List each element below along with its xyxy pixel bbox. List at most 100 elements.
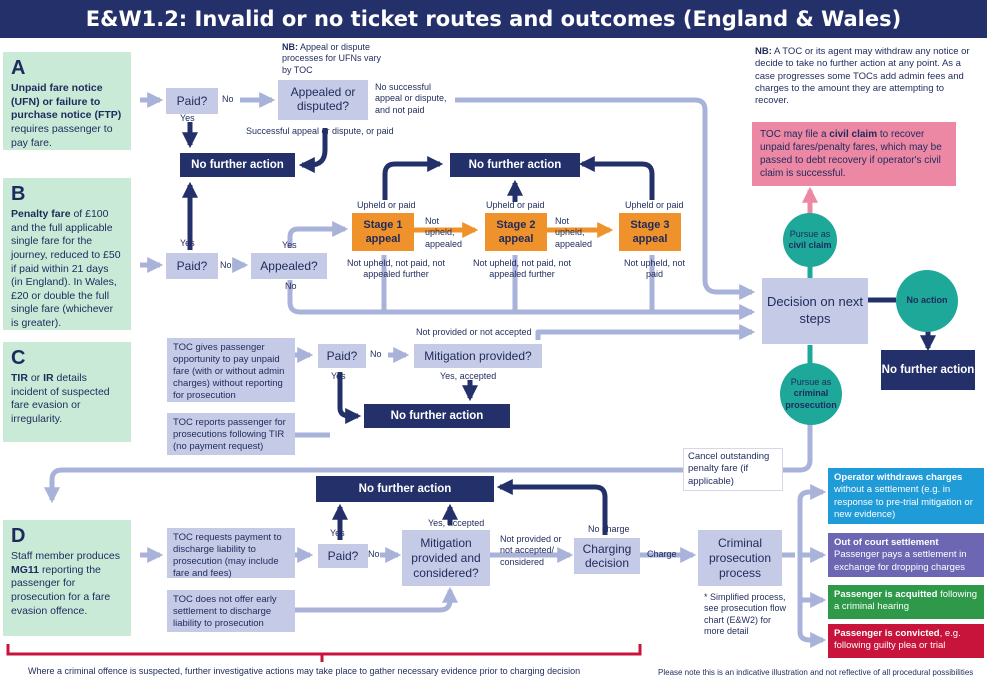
route-d-pre: Staff member produces	[11, 550, 120, 562]
label-not-provided-d: Not provided or not accepted/ considered	[500, 534, 562, 567]
label-yes-accepted-c: Yes, accepted	[440, 371, 497, 381]
mitigation-d-box: Mitigation provided and considered?	[402, 530, 490, 586]
route-letter: D	[11, 525, 26, 547]
route-c-text: details incident of suspected fare evasi…	[11, 372, 110, 425]
label-no-b: No	[220, 260, 232, 270]
bottom-right-note: Please note this is an indicative illust…	[658, 668, 974, 677]
route-letter: A	[11, 57, 26, 79]
outcome-bold: Out of court settlement	[834, 537, 939, 548]
pursue-criminal-pre: Pursue as	[790, 377, 832, 388]
paid-d-box: Paid?	[318, 544, 368, 568]
civil-claim-pre: TOC may file a	[760, 129, 827, 140]
nb-right-text: A TOC or its agent may withdraw any noti…	[755, 46, 970, 107]
stage-3-appeal: Stage 3 appeal	[619, 213, 681, 251]
outcome-settlement: Out of court settlement Passenger pays a…	[828, 533, 984, 577]
outcome-text: without a settlement (e.g. in response t…	[834, 484, 973, 521]
outcome-text: Passenger pays a settlement in exchange …	[834, 549, 967, 573]
bottom-left-note: Where a criminal offence is suspected, f…	[28, 666, 581, 676]
route-c-bold1: TIR	[11, 372, 28, 384]
nfa-a-box: No further action	[180, 153, 295, 177]
pursue-civil-circle: Pursue as civil claim	[783, 213, 837, 267]
label-no-c: No	[370, 349, 382, 359]
pursue-civil-bold: civil claim	[788, 240, 832, 250]
stage-1-appeal: Stage 1 appeal	[352, 213, 414, 251]
nfa-stages-box: No further action	[450, 153, 580, 177]
label-not-upheld-appealed-2: Not upheld, appealed	[555, 216, 593, 249]
appealed-b-box: Appealed?	[251, 253, 327, 279]
no-action-circle: No action	[896, 270, 958, 332]
route-c-box: C TIR or IR details incident of suspecte…	[3, 342, 131, 442]
criminal-prosecution-box: Criminal prosecution process	[698, 530, 782, 586]
label-not-upheld-3: Not upheld, not paid	[623, 258, 686, 280]
label-yes-b2: Yes	[282, 240, 297, 250]
nfa-d-box: No further action	[316, 476, 494, 502]
nb-top-text: Appeal or dispute processes for UFNs var…	[282, 42, 382, 75]
paid-c-box: Paid?	[318, 344, 366, 368]
pursue-civil-pre: Pursue as	[789, 228, 831, 239]
label-not-provided-c: Not provided or not accepted	[416, 327, 532, 337]
paid-a-box: Paid?	[166, 88, 218, 114]
label-yes-accepted-d: Yes, accepted	[428, 518, 485, 528]
charging-decision-box: Charging decision	[574, 538, 640, 574]
label-no-b2: No	[285, 281, 297, 291]
civil-claim-rest: to recover unpaid fares/penalty fares, w…	[760, 129, 942, 179]
label-no-charge: No charge	[588, 524, 630, 534]
outcome-bold: Operator withdraws charges	[834, 472, 963, 483]
label-no-d: No	[368, 549, 380, 559]
label-charge: Charge	[647, 549, 677, 559]
label-upheld-1: Upheld or paid	[357, 200, 416, 210]
route-b-bold: Penalty fare	[11, 208, 71, 220]
label-yes-b-up: Yes	[180, 238, 195, 248]
toc-requests-box: TOC requests payment to discharge liabil…	[167, 528, 295, 579]
route-d-bold: MG11	[11, 563, 40, 576]
route-a-bold: Unpaid fare notice (UFN) or failure to p…	[11, 82, 122, 122]
route-c-mid: or	[30, 372, 41, 384]
pursue-criminal-circle: Pursue as criminal prosecution	[780, 363, 842, 425]
label-not-upheld-appealed-1: Not upheld, appealed	[425, 216, 463, 249]
nb-top: NB: Appeal or dispute processes for UFNs…	[282, 42, 387, 76]
toc-reports-box: TOC reports passenger for prosecutions f…	[167, 413, 295, 455]
outcome-text: , e.g. following guilty plea or trial	[834, 628, 961, 652]
nb-top-bold: NB:	[282, 42, 298, 52]
outcome-acquitted: Passenger is acquitted following a crimi…	[828, 585, 984, 619]
label-yes-c: Yes	[331, 371, 346, 381]
label-not-upheld-1: Not upheld, not paid, not appealed furth…	[346, 258, 446, 280]
label-no-a: No	[222, 94, 234, 104]
simplified-note: * Simplified process, see prosecution fl…	[704, 592, 787, 636]
label-not-upheld-2: Not upheld, not paid, not appealed furth…	[472, 258, 572, 280]
route-letter: B	[11, 183, 26, 205]
nfa-c-box: No further action	[364, 404, 510, 428]
outcome-bold: Passenger is acquitted	[834, 589, 938, 600]
outcome-withdraws: Operator withdraws charges without a set…	[828, 468, 984, 524]
civil-claim-box: TOC may file a civil claim to recover un…	[752, 122, 956, 186]
label-upheld-3: Upheld or paid	[625, 200, 684, 210]
route-c-bold2: IR	[43, 372, 54, 384]
cancel-penalty-label: Cancel outstanding penalty fare (if appl…	[683, 448, 783, 492]
route-d-text: reporting the passenger for prosecution …	[11, 563, 111, 617]
route-letter: C	[11, 347, 26, 369]
route-a-text: requires passenger to pay fare.	[11, 122, 113, 149]
nb-right: NB: A TOC or its agent may withdraw any …	[755, 46, 977, 108]
mitigation-c-box: Mitigation provided?	[414, 344, 542, 368]
decision-box: Decision on next steps	[762, 278, 868, 344]
route-b-box: B Penalty fare of £100 and the full appl…	[3, 178, 131, 330]
toc-no-offer-box: TOC does not offer early settlement to d…	[167, 590, 295, 632]
page-title: E&W1.2: Invalid or no ticket routes and …	[0, 0, 987, 38]
route-a-box: A Unpaid fare notice (UFN) or failure to…	[3, 52, 131, 150]
stage-2-appeal: Stage 2 appeal	[485, 213, 547, 251]
label-yes-d: Yes	[330, 528, 345, 538]
appealed-disputed-box: Appealed or disputed?	[278, 80, 368, 120]
outcome-convicted: Passenger is convicted, e.g. following g…	[828, 624, 984, 658]
label-no-success: No successful appeal or dispute, and not…	[375, 82, 447, 115]
label-yes-a: Yes	[180, 113, 195, 123]
label-success: Successful appeal or dispute, or paid	[246, 126, 394, 136]
toc-gives-box: TOC gives passenger opportunity to pay u…	[167, 338, 295, 402]
pursue-criminal-bold: criminal prosecution	[785, 388, 837, 410]
label-upheld-2: Upheld or paid	[486, 200, 545, 210]
outcome-bold: Passenger is convicted	[834, 628, 940, 639]
outcome-text: following a criminal hearing	[834, 589, 978, 613]
nb-right-bold: NB:	[755, 46, 772, 57]
nfa-right-box: No further action	[881, 350, 975, 390]
route-d-box: D Staff member produces MG11 reporting t…	[3, 520, 131, 636]
